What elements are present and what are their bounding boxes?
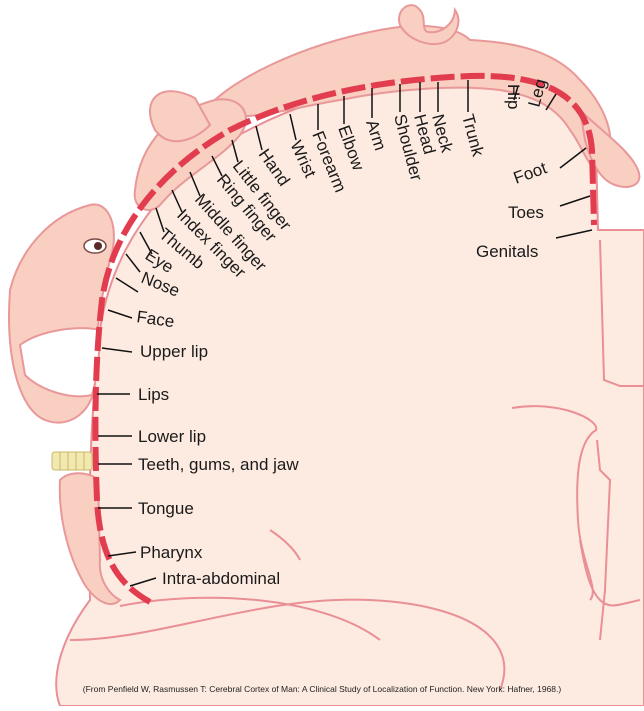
label-tongue: Tongue (138, 499, 194, 518)
motor-strip (92, 72, 597, 605)
citation-text: (From Penfield W, Rasmussen T: Cerebral … (82, 684, 562, 694)
label-genitals: Genitals (476, 242, 538, 261)
label-lips: Lips (138, 385, 169, 404)
eye-icon (83, 238, 107, 254)
arm-shape (149, 90, 212, 143)
label-pharynx: Pharynx (140, 543, 203, 562)
tongue-shape (58, 472, 122, 605)
label-toes: Toes (508, 203, 544, 222)
teeth-shape (51, 451, 93, 471)
label-teeth-gums-jaw: Teeth, gums, and jaw (138, 455, 299, 474)
sulci-lines (69, 239, 644, 691)
head-shape (398, 4, 460, 45)
label-intra-abdominal: Intra-abdominal (162, 569, 280, 588)
leader-lines (97, 80, 593, 587)
homunculus-body (8, 4, 641, 605)
label-upper-lip: Upper lip (140, 342, 208, 361)
label-hip: Hip (504, 84, 523, 110)
label-lower-lip: Lower lip (138, 427, 206, 446)
